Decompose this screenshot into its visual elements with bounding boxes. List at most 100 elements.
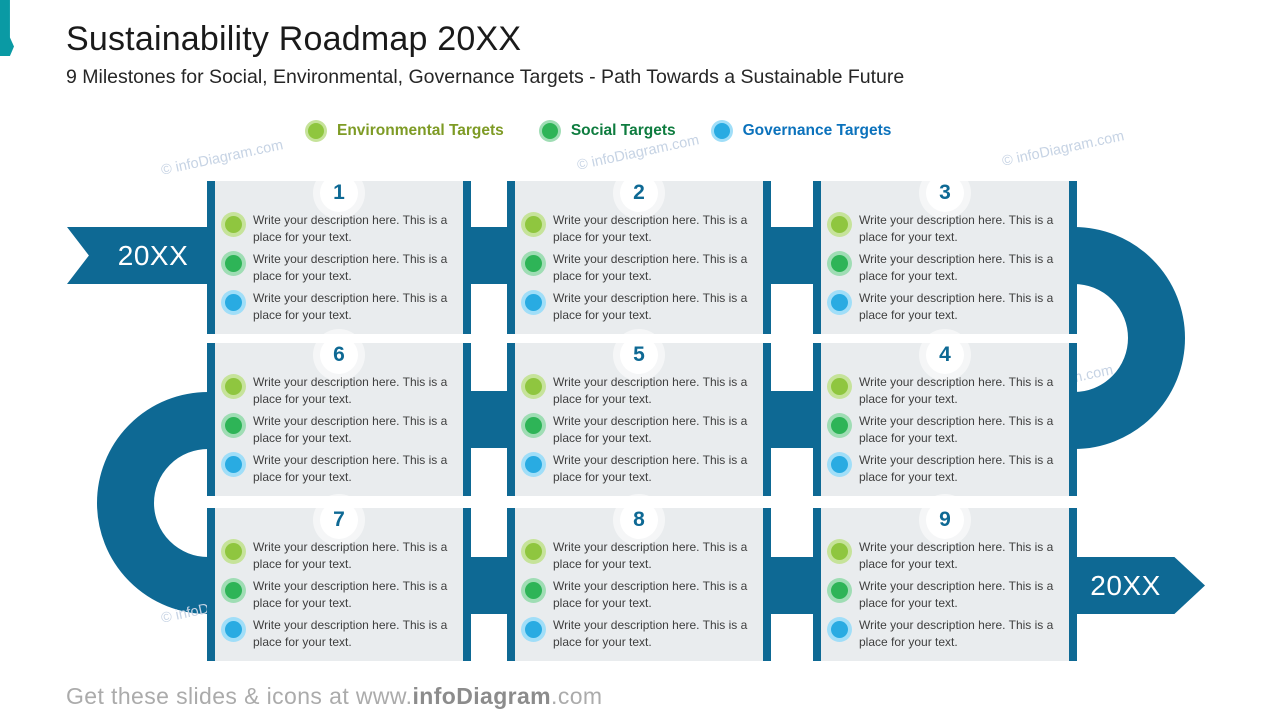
bullet-dot-governance [525, 294, 542, 311]
bullet-dot-social [831, 255, 848, 272]
milestone-bullets: Write your description here. This is a p… [221, 374, 461, 491]
bullet-row: Write your description here. This is a p… [221, 251, 461, 286]
card-edge-left [507, 181, 515, 334]
milestone-number: 7 [320, 501, 358, 539]
bullet-row: Write your description here. This is a p… [221, 374, 461, 409]
bullet-row: Write your description here. This is a p… [521, 290, 761, 325]
end-year-label: 20XX [1090, 569, 1161, 601]
bullet-dot-environmental [225, 543, 242, 560]
milestone-card: 6 Write your description here. This is a… [207, 336, 471, 496]
bullet-row: Write your description here. This is a p… [521, 617, 761, 652]
bullet-dot-governance [225, 621, 242, 638]
legend: Environmental Targets Social Targets Gov… [308, 122, 891, 140]
bullet-dot-social [525, 582, 542, 599]
bullet-row: Write your description here. This is a p… [521, 452, 761, 487]
bullet-dot-social [831, 417, 848, 434]
milestone-card: 3 Write your description here. This is a… [813, 174, 1077, 334]
bullet-dot-social [225, 417, 242, 434]
bullet-dot-environmental [831, 378, 848, 395]
legend-item-social: Social Targets [541, 122, 676, 140]
bullet-dot-governance [525, 621, 542, 638]
milestone-number: 2 [620, 174, 658, 212]
bullet-dot-environmental [525, 216, 542, 233]
ribbon-connector [465, 227, 515, 284]
bullet-dot-environmental [831, 543, 848, 560]
bullet-row: Write your description here. This is a p… [521, 251, 761, 286]
bullet-row: Write your description here. This is a p… [827, 212, 1067, 247]
milestone-number: 9 [926, 501, 964, 539]
bullet-dot-social [525, 255, 542, 272]
bullet-dot-environmental [225, 378, 242, 395]
footer-credit: Get these slides & icons at www.infoDiag… [66, 683, 603, 710]
milestone-card: 7 Write your description here. This is a… [207, 501, 471, 661]
bullet-dot-governance [831, 456, 848, 473]
milestone-card: 9 Write your description here. This is a… [813, 501, 1077, 661]
card-edge-left [207, 181, 215, 334]
card-edge-right [463, 181, 471, 334]
milestone-bullets: Write your description here. This is a p… [221, 212, 461, 329]
bullet-row: Write your description here. This is a p… [521, 374, 761, 409]
legend-item-environmental: Environmental Targets [308, 122, 504, 140]
timeline-end-banner: 20XX [1072, 557, 1205, 614]
bullet-row: Write your description here. This is a p… [521, 413, 761, 448]
bullet-dot-social [225, 582, 242, 599]
card-edge-left [207, 508, 215, 661]
page-subtitle: 9 Milestones for Social, Environmental, … [66, 66, 905, 88]
social-dot-icon [541, 123, 558, 139]
card-edge-right [1069, 508, 1077, 661]
bullet-row: Write your description here. This is a p… [221, 212, 461, 247]
bullet-dot-governance [225, 294, 242, 311]
footer-text: Get these slides & icons at www. [66, 683, 413, 709]
milestone-number: 8 [620, 501, 658, 539]
watermark: © infoDiagram.com [1000, 128, 1126, 170]
milestone-number: 4 [926, 336, 964, 374]
milestone-card: 1 Write your description here. This is a… [207, 174, 471, 334]
bullet-dot-environmental [225, 216, 242, 233]
card-edge-right [763, 343, 771, 496]
milestone-bullets: Write your description here. This is a p… [827, 374, 1067, 491]
milestone-bullets: Write your description here. This is a p… [827, 539, 1067, 656]
milestone-bullets: Write your description here. This is a p… [221, 539, 461, 656]
card-edge-right [463, 343, 471, 496]
card-edge-right [1069, 181, 1077, 334]
footer-suffix: .com [551, 683, 603, 709]
bullet-row: Write your description here. This is a p… [221, 452, 461, 487]
governance-dot-icon [713, 123, 730, 139]
bullet-dot-governance [831, 621, 848, 638]
milestone-card: 2 Write your description here. This is a… [507, 174, 771, 334]
bullet-row: Write your description here. This is a p… [521, 539, 761, 574]
bullet-row: Write your description here. This is a p… [521, 578, 761, 613]
milestone-bullets: Write your description here. This is a p… [521, 539, 761, 656]
bullet-dot-governance [525, 456, 542, 473]
page-title: Sustainability Roadmap 20XX [66, 20, 522, 58]
bullet-row: Write your description here. This is a p… [521, 212, 761, 247]
legend-label: Social Targets [570, 122, 676, 139]
card-edge-left [207, 343, 215, 496]
legend-label: Governance Targets [742, 122, 892, 139]
bullet-dot-social [525, 417, 542, 434]
bullet-dot-governance [831, 294, 848, 311]
card-edge-left [813, 508, 821, 661]
card-edge-right [763, 181, 771, 334]
bullet-row: Write your description here. This is a p… [827, 251, 1067, 286]
legend-item-governance: Governance Targets [713, 122, 892, 140]
ribbon-connector [765, 557, 821, 614]
bullet-dot-environmental [525, 378, 542, 395]
bullet-row: Write your description here. This is a p… [827, 617, 1067, 652]
bullet-row: Write your description here. This is a p… [827, 578, 1067, 613]
ribbon-connector [765, 391, 821, 448]
footer-brand: infoDiagram [412, 683, 552, 709]
ribbon-connector [465, 557, 515, 614]
bullet-row: Write your description here. This is a p… [221, 539, 461, 574]
watermark: © infoDiagram.com [159, 137, 285, 179]
bullet-row: Write your description here. This is a p… [827, 290, 1067, 325]
bullet-row: Write your description here. This is a p… [221, 617, 461, 652]
bullet-row: Write your description here. This is a p… [827, 374, 1067, 409]
card-edge-right [463, 508, 471, 661]
milestone-number: 3 [926, 174, 964, 212]
bullet-dot-environmental [831, 216, 848, 233]
card-edge-left [507, 343, 515, 496]
timeline-start-banner: 20XX [67, 227, 213, 284]
milestone-card: 4 Write your description here. This is a… [813, 336, 1077, 496]
